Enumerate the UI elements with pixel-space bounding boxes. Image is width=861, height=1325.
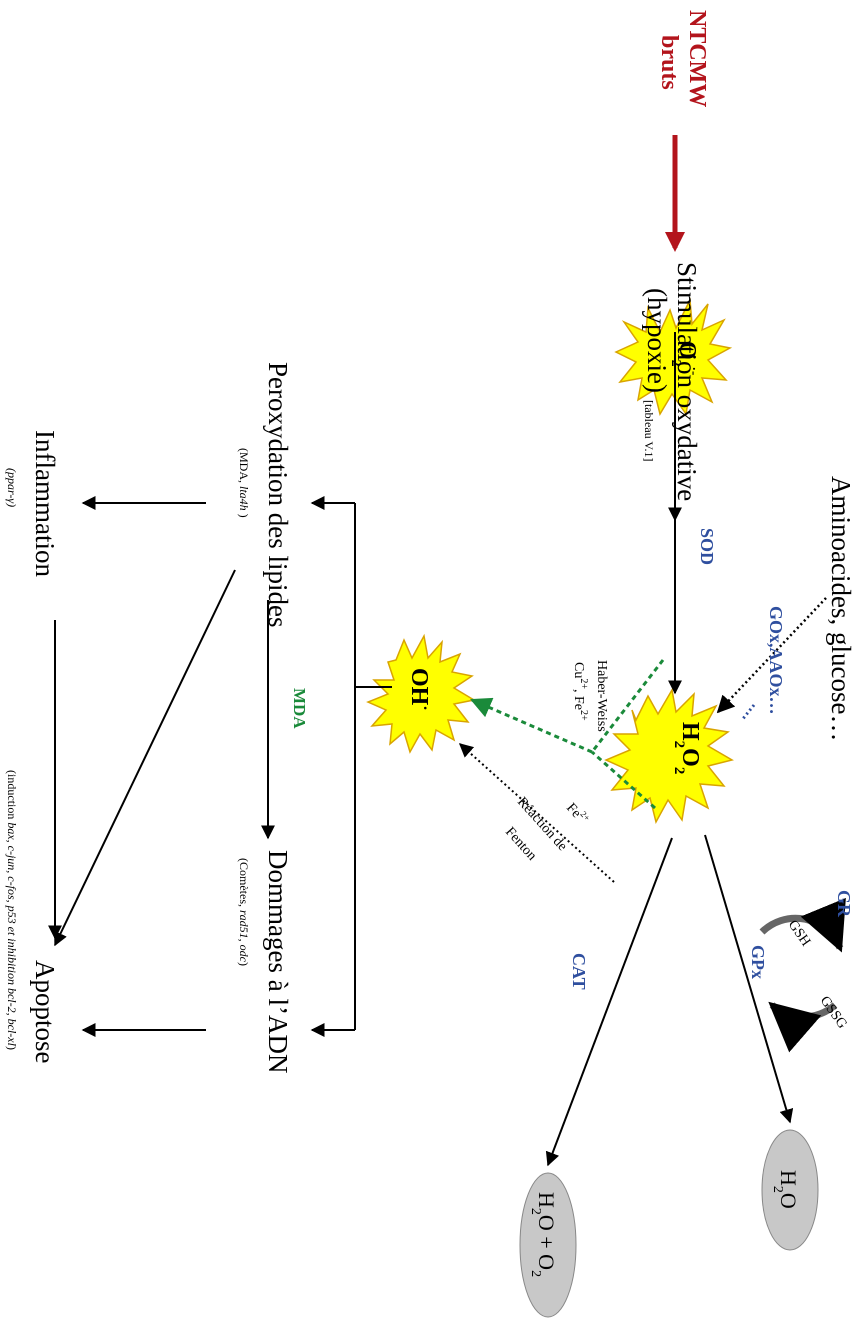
dna-label: Dommages à l’ADN bbox=[263, 850, 293, 1073]
gr-cycle-upper-arrow bbox=[759, 897, 846, 953]
gpx-arrow bbox=[704, 834, 794, 1124]
apoptosis-markers: (induction bax, c-jun, c-fos, p53 et inh… bbox=[5, 770, 19, 1050]
water-oval bbox=[761, 1129, 819, 1251]
gpx-label: GPx bbox=[748, 945, 768, 979]
hydroxyl-label: OH· bbox=[406, 668, 433, 711]
haber-weiss-from-superoxide bbox=[590, 659, 665, 753]
cat-label: CAT bbox=[569, 953, 589, 990]
inflammation-markers: (ppar-γ) bbox=[5, 468, 19, 507]
stimulation-label: Stimulation oxydative bbox=[672, 262, 702, 501]
sod-label: SOD bbox=[697, 528, 717, 565]
haber-weiss-arrow bbox=[470, 697, 593, 754]
substrate-dotted-arrow bbox=[716, 597, 827, 714]
water-oxygen-oval bbox=[519, 1172, 577, 1318]
gox-dotted-tail bbox=[740, 704, 756, 721]
mda-label: MDA bbox=[290, 688, 309, 729]
lipid-label: Peroxydation des lipides bbox=[263, 362, 293, 627]
peroxide-starburst bbox=[604, 687, 734, 825]
stimulation-hypoxia: (hypoxie) bbox=[642, 288, 672, 393]
source-title: NTCMW bbox=[684, 10, 710, 107]
superoxide-label: O2·- bbox=[668, 341, 702, 375]
lipid-to-apoptosis-arrow bbox=[54, 569, 236, 947]
lipid-markers: (MDA, lta4h ) bbox=[237, 448, 251, 518]
cat-arrow bbox=[545, 837, 673, 1167]
dna-markers: (Comètes, rad51, odc) bbox=[237, 858, 251, 966]
gox-label: GOx,AAOx… bbox=[766, 606, 786, 715]
haber-weiss-label: Haber-Weiss bbox=[594, 660, 609, 732]
haber-weiss-catalysts: Cu2+, Fe2+ bbox=[571, 662, 589, 721]
fenton-label-line2: Fenton bbox=[502, 825, 539, 864]
superoxide-starburst bbox=[614, 297, 733, 416]
stimulation-ref: [tableau V.1] bbox=[642, 400, 656, 462]
fenton-iron-label: Fe2+ bbox=[563, 799, 592, 829]
apoptosis-label: Apoptose bbox=[30, 960, 60, 1064]
gr-label: GR bbox=[834, 890, 854, 918]
substrates-label: Aminoacides, glucose… bbox=[826, 476, 856, 741]
peroxide-label: H2O2 bbox=[671, 722, 703, 774]
source-subtitle: bruts bbox=[656, 35, 682, 90]
hydroxyl-starburst bbox=[366, 633, 477, 754]
gr-cycle-lower-arrow bbox=[768, 1001, 838, 1053]
water-oxygen-product-label: H2O + O2 bbox=[528, 1192, 559, 1277]
water-product-label: H2O bbox=[770, 1170, 801, 1209]
inflammation-label: Inflammation bbox=[30, 430, 60, 577]
